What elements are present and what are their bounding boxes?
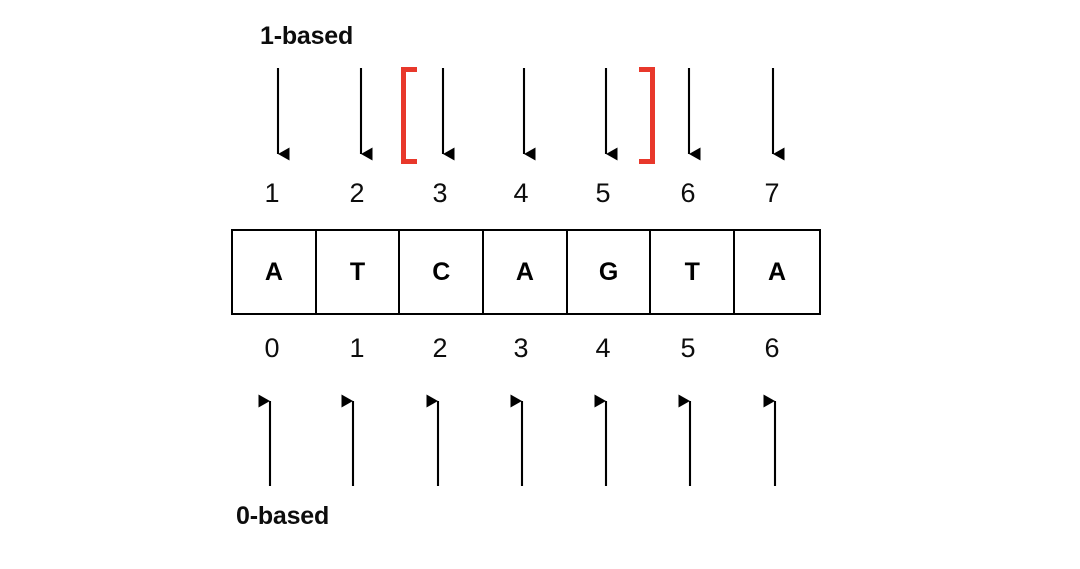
zero-based-index-label: 0 bbox=[264, 333, 280, 363]
one-based-interval-close-bracket-icon bbox=[639, 67, 655, 164]
sequence-cell: G bbox=[567, 231, 652, 313]
zero-based-caption: 0-based bbox=[236, 502, 330, 530]
one-based-index-label: 7 bbox=[764, 178, 780, 208]
zero-based-index-label: 6 bbox=[764, 333, 780, 363]
one-based-index-label: 1 bbox=[264, 178, 280, 208]
zero-based-index-label: 5 bbox=[680, 333, 696, 363]
one-based-index-row: 1 2 3 4 5 6 7 bbox=[0, 176, 1080, 210]
one-based-index-label: 4 bbox=[513, 178, 529, 208]
sequence-cell: A bbox=[484, 231, 568, 313]
up-arrows-group bbox=[258, 394, 777, 486]
zero-based-index-label: 3 bbox=[513, 333, 529, 363]
zero-based-arrow-layer bbox=[0, 331, 1080, 569]
zero-based-index-label: 1 bbox=[349, 333, 365, 363]
zero-based-index-label: 4 bbox=[595, 333, 611, 363]
one-based-index-label: 2 bbox=[349, 178, 365, 208]
sequence-cell: A bbox=[233, 231, 317, 313]
one-based-interval-open-bracket-icon bbox=[401, 67, 417, 164]
one-based-index-label: 6 bbox=[680, 178, 696, 208]
zero-based-index-label: 2 bbox=[432, 333, 448, 363]
zero-based-index-row: 0 1 2 3 4 5 6 bbox=[0, 331, 1080, 365]
one-based-index-label: 5 bbox=[595, 178, 611, 208]
one-based-index-label: 3 bbox=[432, 178, 448, 208]
sequence-cell: C bbox=[400, 231, 485, 313]
sequence-cell: T bbox=[316, 231, 401, 313]
sequence-cell: T bbox=[651, 231, 736, 313]
one-based-caption: 1-based bbox=[260, 22, 354, 50]
sequence-cell: A bbox=[735, 231, 819, 313]
